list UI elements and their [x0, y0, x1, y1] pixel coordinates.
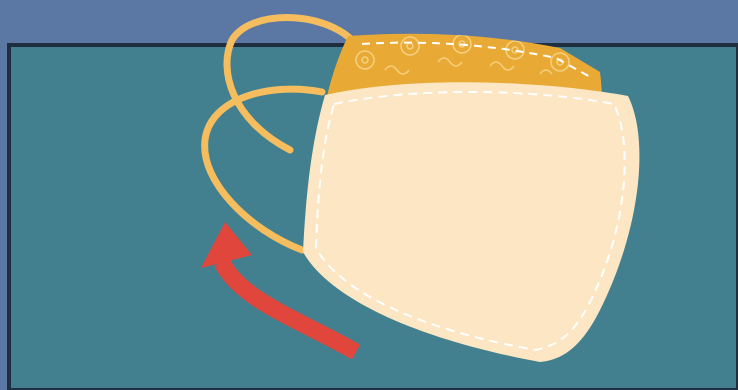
mask-fold-illustration [0, 0, 738, 390]
